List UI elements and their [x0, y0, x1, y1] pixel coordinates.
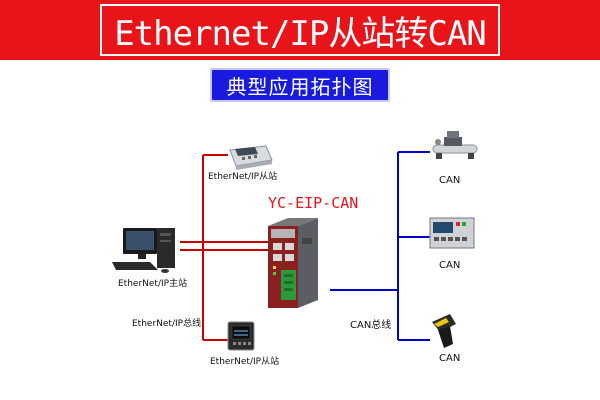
- master-pc-icon: [112, 228, 175, 273]
- gateway-name: YC-EIP-CAN: [268, 194, 358, 212]
- ethernet-bus-label: EtherNet/IP总线: [132, 317, 201, 329]
- slave-device-bottom-icon: [227, 321, 255, 351]
- subtitle: 典型应用拓扑图: [226, 74, 374, 99]
- can-top-label: CAN: [439, 175, 460, 186]
- title-frame: Ethernet/IP从站转CAN: [100, 4, 500, 56]
- subtitle-box: 典型应用拓扑图: [210, 68, 390, 102]
- slave-device-top-icon: [229, 145, 273, 170]
- title-banner: Ethernet/IP从站转CAN: [0, 0, 600, 60]
- can-device-compressor-icon: [432, 131, 478, 159]
- master-label: EtherNet/IP主站: [118, 277, 187, 289]
- can-wiring: [330, 151, 430, 341]
- can-middle-label: CAN: [439, 260, 460, 271]
- slave-bottom-label: EtherNet/IP从站: [210, 355, 279, 367]
- gateway-device-icon: [268, 218, 318, 308]
- can-device-controller-icon: [429, 217, 475, 249]
- ethernet-wiring: [180, 154, 268, 341]
- can-device-scanner-icon: [432, 314, 456, 348]
- can-bus-label: CAN总线: [350, 318, 391, 331]
- page-title: Ethernet/IP从站转CAN: [114, 13, 487, 54]
- can-bottom-label: CAN: [439, 353, 460, 364]
- slave-top-label: EtherNet/IP从站: [208, 170, 277, 182]
